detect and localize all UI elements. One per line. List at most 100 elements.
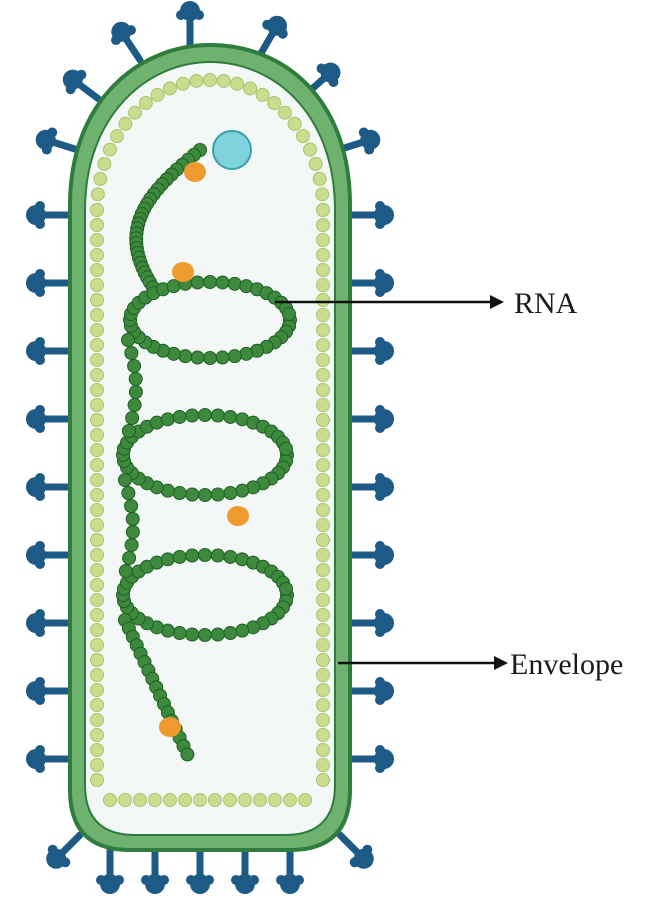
matrix-bead bbox=[91, 204, 104, 217]
spike bbox=[26, 609, 70, 637]
matrix-bead bbox=[91, 714, 104, 727]
matrix-bead bbox=[244, 82, 257, 95]
spike-knob bbox=[375, 355, 385, 365]
matrix-bead bbox=[317, 369, 330, 382]
rna-bead bbox=[224, 627, 237, 640]
rna-bead bbox=[122, 425, 135, 438]
spike bbox=[350, 609, 394, 637]
rna-bead bbox=[224, 550, 237, 563]
rna-bead bbox=[279, 582, 292, 595]
rna-bead bbox=[173, 410, 186, 423]
matrix-bead bbox=[91, 264, 104, 277]
matrix-bead bbox=[317, 474, 330, 487]
rna-bead bbox=[240, 347, 253, 360]
rna-bead bbox=[125, 539, 138, 552]
spike bbox=[26, 337, 70, 365]
spike-knob bbox=[375, 405, 385, 415]
rna-bead bbox=[186, 628, 199, 641]
matrix-bead bbox=[317, 234, 330, 247]
spike-knob bbox=[204, 875, 214, 885]
matrix-bead bbox=[91, 729, 104, 742]
spike-knob bbox=[375, 287, 385, 297]
spike bbox=[231, 850, 259, 894]
matrix-bead bbox=[296, 130, 309, 143]
matrix-bead bbox=[98, 157, 111, 170]
rna-bead bbox=[125, 347, 138, 360]
matrix-bead bbox=[91, 474, 104, 487]
matrix-bead bbox=[317, 699, 330, 712]
spike-knob bbox=[35, 269, 45, 279]
matrix-bead bbox=[309, 157, 322, 170]
matrix-bead bbox=[313, 172, 326, 185]
matrix-bead bbox=[317, 579, 330, 592]
rna-bead bbox=[129, 373, 142, 386]
matrix-bead bbox=[91, 339, 104, 352]
matrix-bead bbox=[317, 624, 330, 637]
spike-knob bbox=[35, 541, 45, 551]
rna-bead bbox=[204, 276, 217, 289]
matrix-bead bbox=[317, 339, 330, 352]
matrix-bead bbox=[317, 669, 330, 682]
rna-bead bbox=[199, 489, 212, 502]
envelope-label: Envelope bbox=[510, 648, 623, 681]
matrix-bead bbox=[317, 354, 330, 367]
matrix-bead bbox=[91, 654, 104, 667]
spike bbox=[350, 405, 394, 433]
spike-knob bbox=[375, 219, 385, 229]
matrix-bead bbox=[317, 264, 330, 277]
matrix-bead bbox=[224, 794, 237, 807]
rna-bead bbox=[129, 386, 142, 399]
spike bbox=[26, 745, 70, 773]
spike-knob bbox=[249, 875, 259, 885]
spike-knob bbox=[375, 609, 385, 619]
matrix-bead bbox=[317, 324, 330, 337]
spike-knob bbox=[375, 559, 385, 569]
rna-bead bbox=[191, 351, 204, 364]
spike-knob bbox=[35, 491, 45, 501]
spike-knob bbox=[35, 405, 45, 415]
spike bbox=[350, 677, 394, 705]
matrix-bead bbox=[91, 639, 104, 652]
matrix-bead bbox=[91, 744, 104, 757]
spike-knob bbox=[42, 145, 52, 155]
rna-bead bbox=[128, 360, 141, 373]
spike bbox=[350, 745, 394, 773]
spike bbox=[276, 850, 304, 894]
matrix-bead bbox=[204, 74, 217, 87]
matrix-bead bbox=[91, 489, 104, 502]
matrix-bead bbox=[91, 459, 104, 472]
spike bbox=[36, 127, 78, 154]
matrix-bead bbox=[91, 579, 104, 592]
matrix-bead bbox=[278, 106, 291, 119]
matrix-bead bbox=[317, 444, 330, 457]
matrix-bead bbox=[217, 74, 230, 87]
matrix-bead bbox=[304, 143, 317, 156]
matrix-bead bbox=[317, 564, 330, 577]
matrix-bead bbox=[91, 219, 104, 232]
matrix-bead bbox=[111, 130, 124, 143]
matrix-bead bbox=[91, 429, 104, 442]
spike-knob bbox=[126, 25, 136, 35]
spike-knob bbox=[362, 845, 372, 855]
spike-knob bbox=[35, 745, 45, 755]
orange-protein bbox=[172, 262, 194, 282]
envelope-pointer: Envelope bbox=[338, 648, 623, 681]
matrix-bead bbox=[288, 117, 301, 130]
spike bbox=[350, 201, 394, 229]
spike-knob bbox=[114, 875, 124, 885]
spike-knob bbox=[96, 875, 106, 885]
spike bbox=[176, 1, 204, 45]
rna-bead bbox=[119, 474, 132, 487]
rna-bead bbox=[191, 276, 204, 289]
rna-bead bbox=[122, 334, 135, 347]
matrix-bead bbox=[256, 88, 269, 101]
rna-bead bbox=[216, 351, 229, 364]
matrix-bead bbox=[317, 519, 330, 532]
rna-bead bbox=[173, 550, 186, 563]
rna-bead bbox=[186, 488, 199, 501]
matrix-bead bbox=[317, 639, 330, 652]
spike bbox=[141, 850, 169, 894]
spike-knob bbox=[375, 745, 385, 755]
matrix-bead bbox=[91, 369, 104, 382]
rna-bead bbox=[125, 500, 138, 513]
